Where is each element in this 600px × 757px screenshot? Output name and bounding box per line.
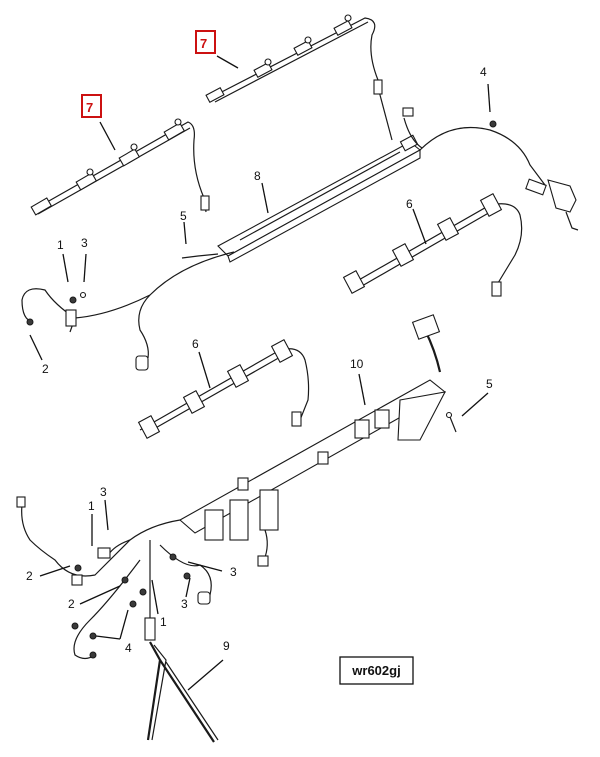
injector-group-upper-right bbox=[342, 193, 523, 297]
oil-dipstick-tubes bbox=[146, 641, 219, 743]
callout-3-low: 3 bbox=[181, 597, 188, 611]
callout-3-right: 3 bbox=[230, 565, 237, 579]
callout-1-mid: 1 bbox=[88, 499, 95, 513]
callout-7-lower: 7 bbox=[86, 100, 93, 115]
injector-harness-upper bbox=[205, 14, 393, 141]
callout-3-top: 3 bbox=[81, 236, 88, 250]
callout-1-low: 1 bbox=[160, 615, 167, 629]
callout-1-top: 1 bbox=[57, 238, 64, 252]
engine-main-harness bbox=[179, 314, 447, 567]
callout-3-mid: 3 bbox=[100, 485, 107, 499]
highlight-box-lower bbox=[81, 94, 102, 118]
main-trunk-wire bbox=[403, 117, 579, 231]
callout-6-upper: 6 bbox=[406, 197, 413, 211]
callout-2-top: 2 bbox=[42, 362, 49, 376]
callout-7-upper: 7 bbox=[200, 36, 207, 51]
figure-id: wr602gj bbox=[351, 663, 400, 678]
callout-8: 8 bbox=[254, 169, 261, 183]
fuel-rail-cover bbox=[217, 107, 421, 263]
bolt-right bbox=[445, 411, 457, 433]
callout-10: 10 bbox=[350, 357, 364, 371]
callout-9: 9 bbox=[223, 639, 230, 653]
highlight-box-upper bbox=[195, 30, 216, 54]
injector-harness-lower bbox=[30, 118, 210, 216]
injector-group-middle-left bbox=[137, 339, 310, 439]
callout-2-low: 2 bbox=[68, 597, 75, 611]
callout-4-top: 4 bbox=[480, 65, 487, 79]
callout-labels: 7 7 4 8 5 6 1 3 2 6 10 5 3 1 2 3 2 1 3 4… bbox=[26, 30, 493, 655]
sensor-harness-upper-left bbox=[21, 251, 235, 371]
callout-5-left: 5 bbox=[180, 209, 187, 223]
callout-5-right: 5 bbox=[486, 377, 493, 391]
callout-leaders bbox=[29, 55, 491, 691]
figure-id-box bbox=[339, 656, 414, 685]
sensor-harness-lower-left bbox=[16, 496, 212, 660]
callout-6-middle: 6 bbox=[192, 337, 199, 351]
callout-4-low: 4 bbox=[125, 641, 132, 655]
callout-2-mid: 2 bbox=[26, 569, 33, 583]
